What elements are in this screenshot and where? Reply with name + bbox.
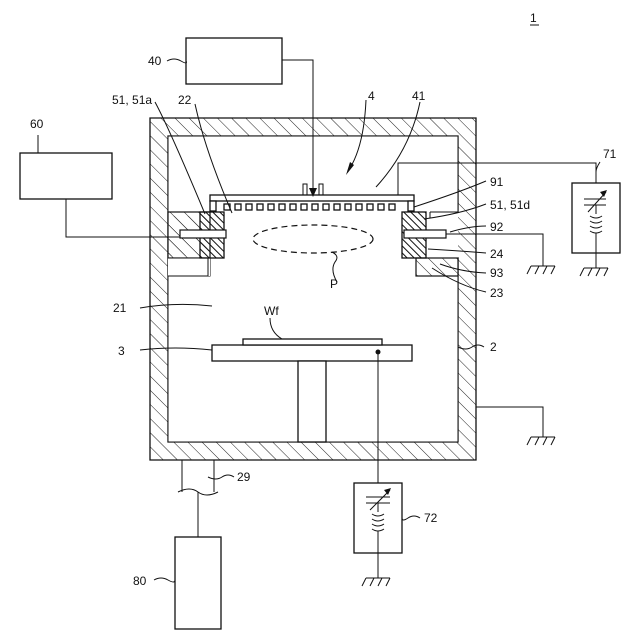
exhaust-pipe bbox=[178, 460, 218, 537]
label-41: 41 bbox=[412, 89, 426, 103]
label-71: 71 bbox=[603, 147, 617, 161]
label-3: 3 bbox=[118, 344, 125, 358]
rf-source-72 bbox=[354, 483, 402, 586]
heater-controller-box bbox=[20, 153, 112, 199]
exhaust-pump-box bbox=[175, 537, 221, 629]
label-Wf: Wf bbox=[264, 304, 279, 318]
label-29: 29 bbox=[237, 470, 251, 484]
label-80: 80 bbox=[133, 574, 147, 588]
label-72: 72 bbox=[424, 511, 438, 525]
label-24: 24 bbox=[490, 247, 504, 261]
label-2: 2 bbox=[490, 340, 497, 354]
label-P: P bbox=[330, 277, 338, 291]
label-51a: 51, 51a bbox=[112, 93, 152, 107]
label-92: 92 bbox=[490, 220, 504, 234]
label-93: 93 bbox=[490, 266, 504, 280]
label-4: 4 bbox=[368, 89, 375, 103]
label-22: 22 bbox=[178, 93, 192, 107]
label-51d: 51, 51d bbox=[490, 198, 530, 212]
label-23: 23 bbox=[490, 286, 504, 300]
label-91: 91 bbox=[490, 175, 504, 189]
figure-number: 1 bbox=[530, 11, 537, 25]
label-21: 21 bbox=[113, 301, 127, 315]
gas-controller-box bbox=[186, 38, 282, 84]
label-40: 40 bbox=[148, 54, 162, 68]
label-60: 60 bbox=[30, 117, 44, 131]
